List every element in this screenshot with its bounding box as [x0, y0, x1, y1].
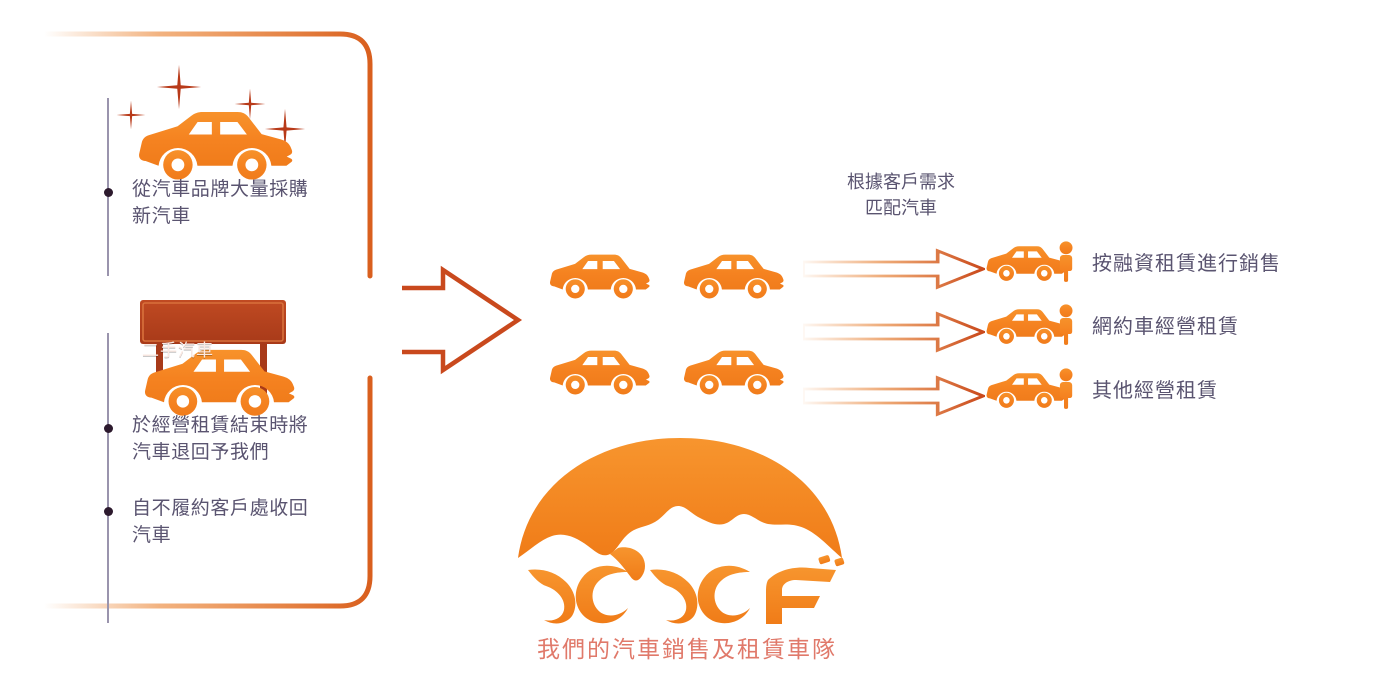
car-icon — [683, 350, 784, 395]
new-car-with-sparkles-icon — [116, 64, 306, 180]
used-car-sign-label: 二手汽車 — [142, 341, 214, 361]
source-bullet-dot-1 — [104, 188, 113, 197]
source-connector-path — [41, 31, 373, 609]
car-icon — [549, 254, 650, 299]
jcjcf-globe-logo — [518, 438, 845, 624]
source-text-2: 於經營租賃結束時將 汽車退回予我們 — [132, 414, 309, 463]
car-with-person-icon — [986, 368, 1073, 409]
car-icon — [549, 350, 650, 395]
right-arrow-outline-icon — [803, 248, 985, 290]
fleet-caption: 我們的汽車銷售及租賃車隊 — [537, 637, 837, 663]
source-bullet-dot-2 — [104, 424, 113, 433]
output-label-3: 其他經營租賃 — [1092, 378, 1218, 402]
right-arrow-outline-icon — [803, 375, 985, 417]
fleet-cars-group — [549, 254, 784, 395]
source-group-rule-2 — [107, 333, 109, 623]
source-text-1: 從汽車品牌大量採購 新汽車 — [132, 178, 309, 227]
match-label: 根據客戶需求 匹配汽車 — [847, 172, 955, 219]
source-bullet-dot-3 — [104, 507, 113, 516]
source-text-3: 自不履約客戶處收回 汽車 — [132, 497, 309, 546]
right-arrow-outline-icon — [803, 311, 985, 353]
used-car-with-billboard-icon — [140, 300, 295, 416]
merge-arrow-outline-icon — [402, 265, 523, 375]
car-with-person-icon — [986, 241, 1073, 282]
output-label-2: 網約車經營租賃 — [1092, 314, 1239, 338]
car-with-person-icon — [986, 304, 1073, 345]
sources-panel: 從汽車品牌大量採購 新汽車 二手汽車 於經營租賃結束時將 汽車退回予我們 自不履… — [40, 28, 373, 623]
car-icon — [683, 254, 784, 299]
source-group-rule-1 — [107, 98, 109, 276]
output-label-1: 按融資租賃進行銷售 — [1092, 251, 1281, 275]
